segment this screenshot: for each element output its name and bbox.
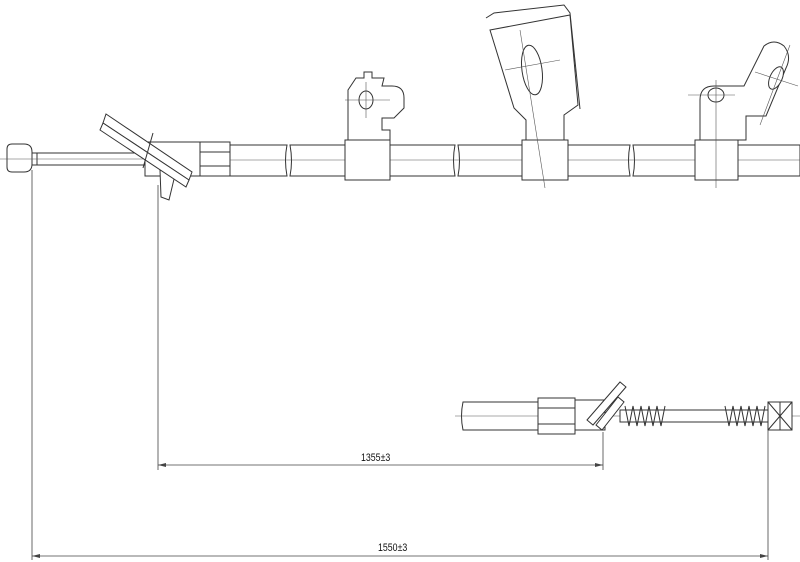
mounting-bracket-2 [485,4,581,189]
left-end-fitting [0,113,231,201]
right-end-fitting [455,381,800,435]
dimension-lines [31,170,769,560]
mounting-bracket-3 [688,41,799,188]
dimension-label-1355: 1355±3 [361,452,391,464]
mounting-bracket-1 [344,71,405,181]
dimension-label-1550: 1550±3 [378,542,408,554]
